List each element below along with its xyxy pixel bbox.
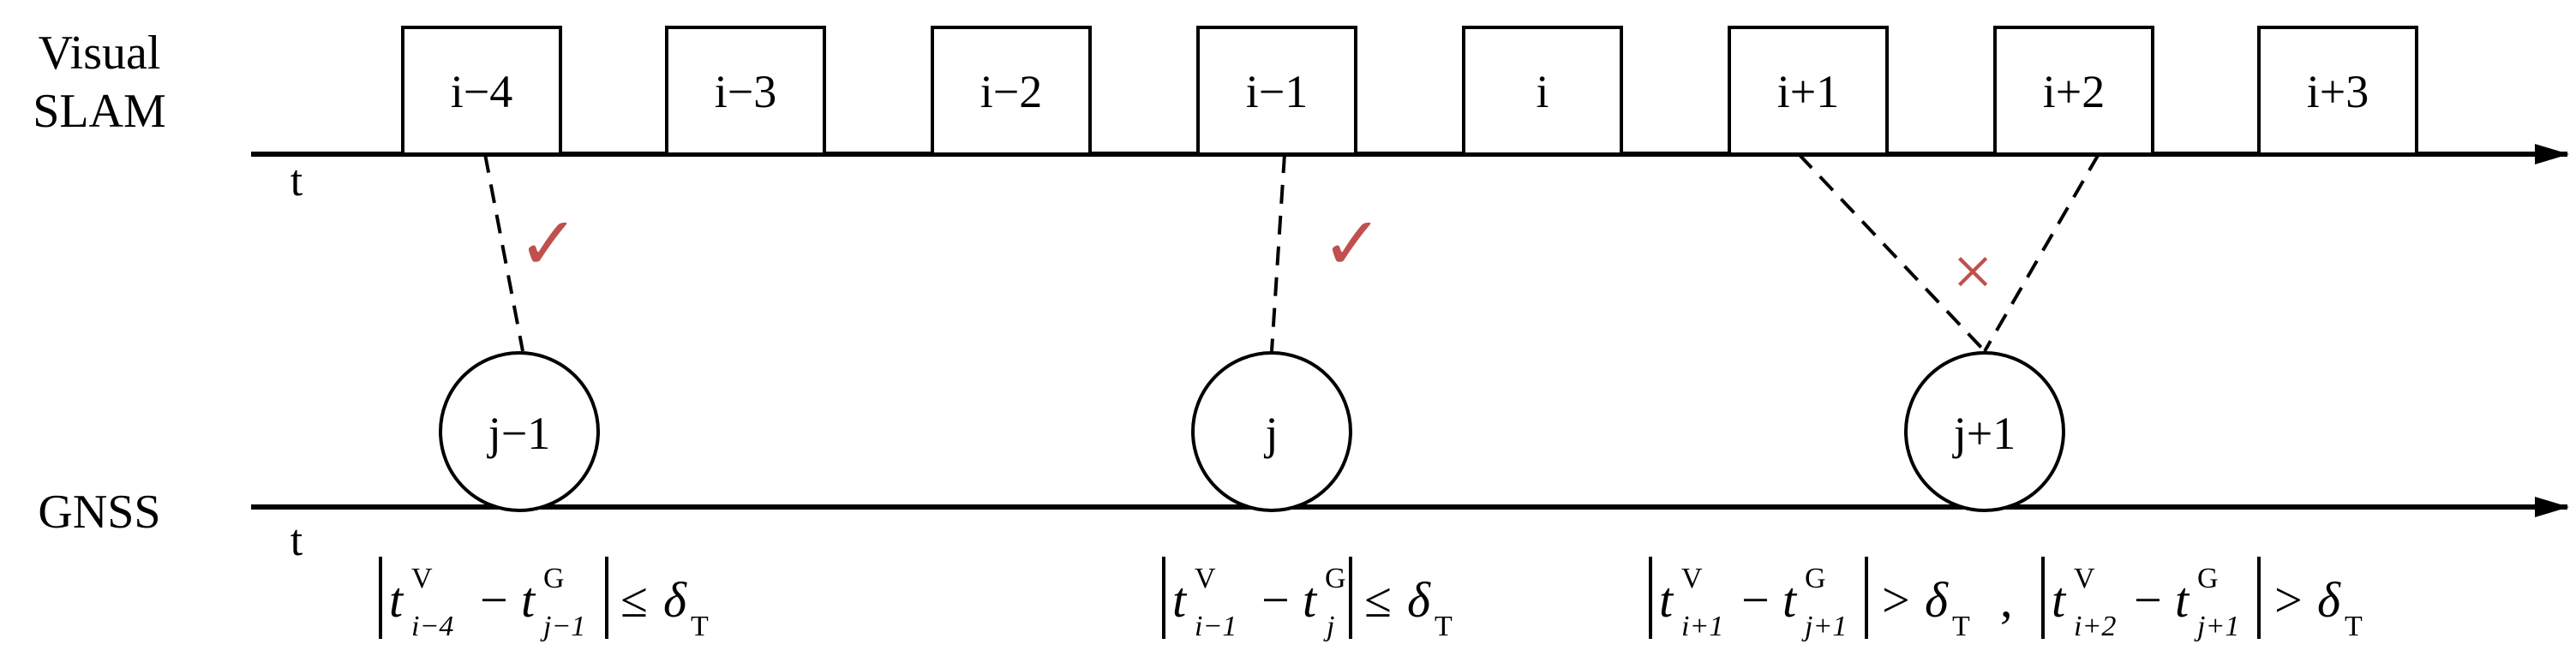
c3-a-sup: V [1681,563,1703,594]
frame-box: i−4 [401,26,562,156]
svg-text:−: − [1261,572,1290,628]
condition-2: t V i−1 − t G j ≤ δ T [1162,557,1453,642]
svg-text:t: t [2175,572,2190,628]
svg-text:t: t [2052,572,2067,628]
c2-b-sup: G [1325,563,1346,594]
frame-label: i−3 [715,66,776,117]
c1-a-sup: V [411,563,433,594]
c3-op: > [1882,572,1910,628]
visual-slam-label-line2: SLAM [33,85,166,138]
c3-delta-sub: T [1952,611,1970,642]
c2-delta-sub: T [1435,611,1453,642]
check-mark-2: ✓ [1321,203,1383,285]
c3-delta: δ [1925,572,1949,628]
c2-delta: δ [1407,572,1431,628]
svg-text:t: t [389,572,404,628]
c1-delta: δ [663,572,687,628]
link-i-4-to-j-1 [483,153,524,352]
condition-4: t V i+2 − t G j+1 > δ T [2041,557,2363,642]
svg-text:t: t [1303,572,1318,628]
c1-b-sup: G [543,563,565,594]
svg-text:−: − [2134,572,2162,628]
c1-b-sub: j−1 [540,611,585,642]
svg-text:t: t [521,572,536,628]
frame-box: i+3 [2257,26,2418,156]
frame-label: i−1 [1246,66,1308,117]
c4-b-sub: j+1 [2194,611,2239,642]
c1-op: ≤ [620,572,648,628]
condition-separator: , [2000,572,2013,628]
visual-time-label: t [291,157,303,206]
frame-label: i+2 [2043,66,2105,117]
gnss-time-label: t [291,516,303,565]
c2-a-sub: i−1 [1195,611,1237,642]
c4-b-sup: G [2197,563,2219,594]
gnss-sample-label: j+1 [1952,408,2016,459]
gnss-sample: j−1 [439,351,600,512]
c4-delta-sub: T [2345,611,2363,642]
frame-label: i−2 [980,66,1042,117]
association-lines [483,152,2100,353]
svg-text:−: − [480,572,508,628]
c1-a-sub: i−4 [411,611,453,642]
c2-b-sub: j [1323,611,1334,642]
gnss-label: GNSS [38,486,160,539]
svg-text:t: t [1782,572,1798,628]
svg-text:−: − [1741,572,1770,628]
svg-text:t: t [1172,572,1188,628]
c4-a-sup: V [2074,563,2095,594]
frame-box: i+2 [1993,26,2154,156]
frame-box: i−3 [665,26,826,156]
svg-text:t: t [1659,572,1674,628]
c3-b-sub: j+1 [1801,611,1847,642]
frame-label: i+1 [1777,66,1839,117]
frame-label: i [1536,66,1549,117]
link-i+2-to-j+1 [1983,152,2100,353]
condition-3: t V i+1 − t G j+1 > δ T , [1649,557,2013,642]
frame-box: i−2 [931,26,1092,156]
check-mark-1: ✓ [518,203,579,285]
visual-slam-label-line1: Visual [39,27,161,80]
conditions: t V i−4 − t G j−1 ≤ δ T t V i−1 − t G j … [379,557,2363,642]
frame-box: i−1 [1196,26,1357,156]
link-i+1-to-j+1 [1797,152,1986,353]
c2-op: ≤ [1364,572,1392,628]
condition-1: t V i−4 − t G j−1 ≤ δ T [379,557,709,642]
frame-boxes: i−4 i−3 i−2 i−1 i i+1 i+2 i+3 [401,26,2418,156]
frame-label: i+3 [2307,66,2369,117]
gnss-sample-label: j−1 [487,408,550,459]
c2-a-sup: V [1195,563,1216,594]
gnss-sample: j+1 [1904,351,2065,512]
c1-delta-sub: T [691,611,709,642]
frame-label: i−4 [451,66,512,117]
frame-box: i+1 [1728,26,1889,156]
cross-mark: × [1952,232,1992,312]
c3-b-sup: G [1805,563,1826,594]
link-i-1-to-j [1270,153,1286,352]
c4-delta: δ [2317,572,2341,628]
gnss-sample-label: j [1263,408,1278,459]
c3-a-sub: i+1 [1681,611,1723,642]
frame-box: i [1462,26,1623,156]
c4-op: > [2274,572,2303,628]
gnss-samples: j−1 j j+1 [439,351,2065,512]
c4-a-sub: i+2 [2074,611,2116,642]
gnss-sample: j [1191,351,1352,512]
